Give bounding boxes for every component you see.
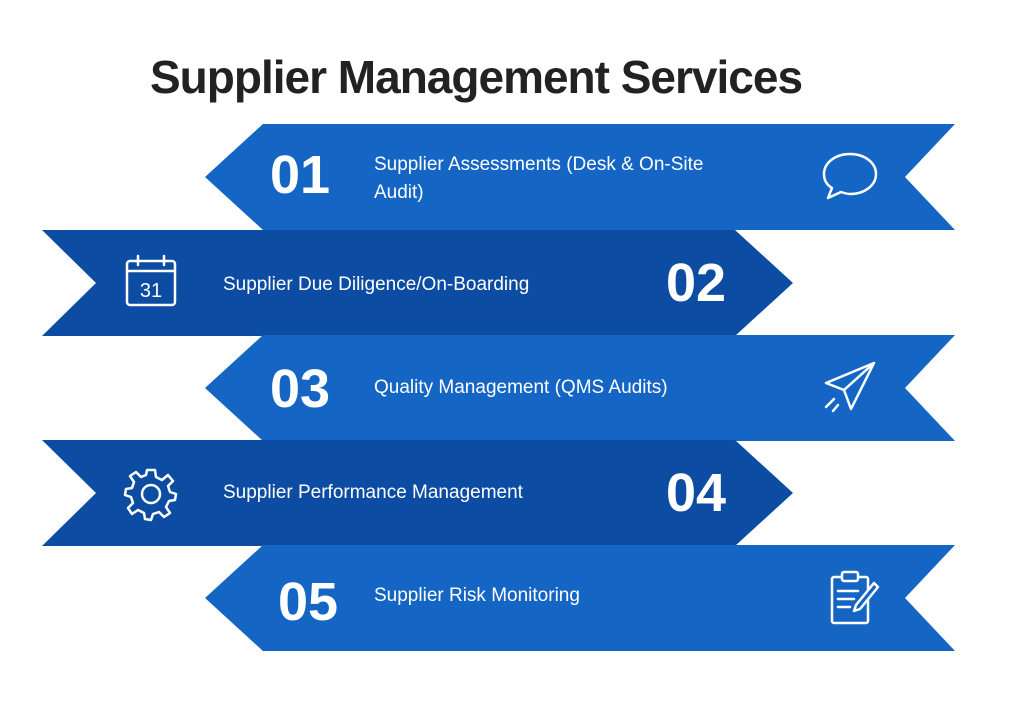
gear-icon xyxy=(123,468,178,522)
service-number: 05 xyxy=(278,572,339,632)
banner-shape xyxy=(42,440,793,546)
banner-shape xyxy=(42,230,793,336)
service-label: Quality Management (QMS Audits) xyxy=(374,377,668,398)
service-label: Supplier Risk Monitoring xyxy=(374,585,580,606)
service-number: 01 xyxy=(270,145,331,205)
service-banner-04: Supplier Performance Management 04 xyxy=(0,440,1024,546)
page-title: Supplier Management Services xyxy=(150,51,803,103)
service-banner-02: 31 Supplier Due Diligence/On-Boarding 02 xyxy=(0,230,1024,336)
service-banner-05: 05 Supplier Risk Monitoring xyxy=(0,545,1024,651)
calendar-icon-text: 31 xyxy=(140,280,162,302)
service-number: 04 xyxy=(666,463,727,523)
service-label: Supplier Due Diligence/On-Boarding xyxy=(223,274,530,295)
banner-shape xyxy=(205,545,955,651)
calendar-icon: 31 xyxy=(125,254,177,307)
service-label: Supplier Performance Management xyxy=(223,482,523,503)
service-label: Supplier Assessments (Desk & On-Site Aud… xyxy=(374,154,704,203)
clipboard-edit-icon xyxy=(830,570,880,625)
service-banner-01: 01 Supplier Assessments (Desk & On-Site … xyxy=(0,124,1024,230)
service-number: 02 xyxy=(666,253,727,313)
banner-shape xyxy=(205,335,955,441)
service-number: 03 xyxy=(270,359,331,419)
paper-plane-icon xyxy=(824,361,876,413)
speech-bubble-icon xyxy=(822,152,878,200)
banner-shape xyxy=(205,124,955,230)
service-banner-03: 03 Quality Management (QMS Audits) xyxy=(0,335,1024,441)
